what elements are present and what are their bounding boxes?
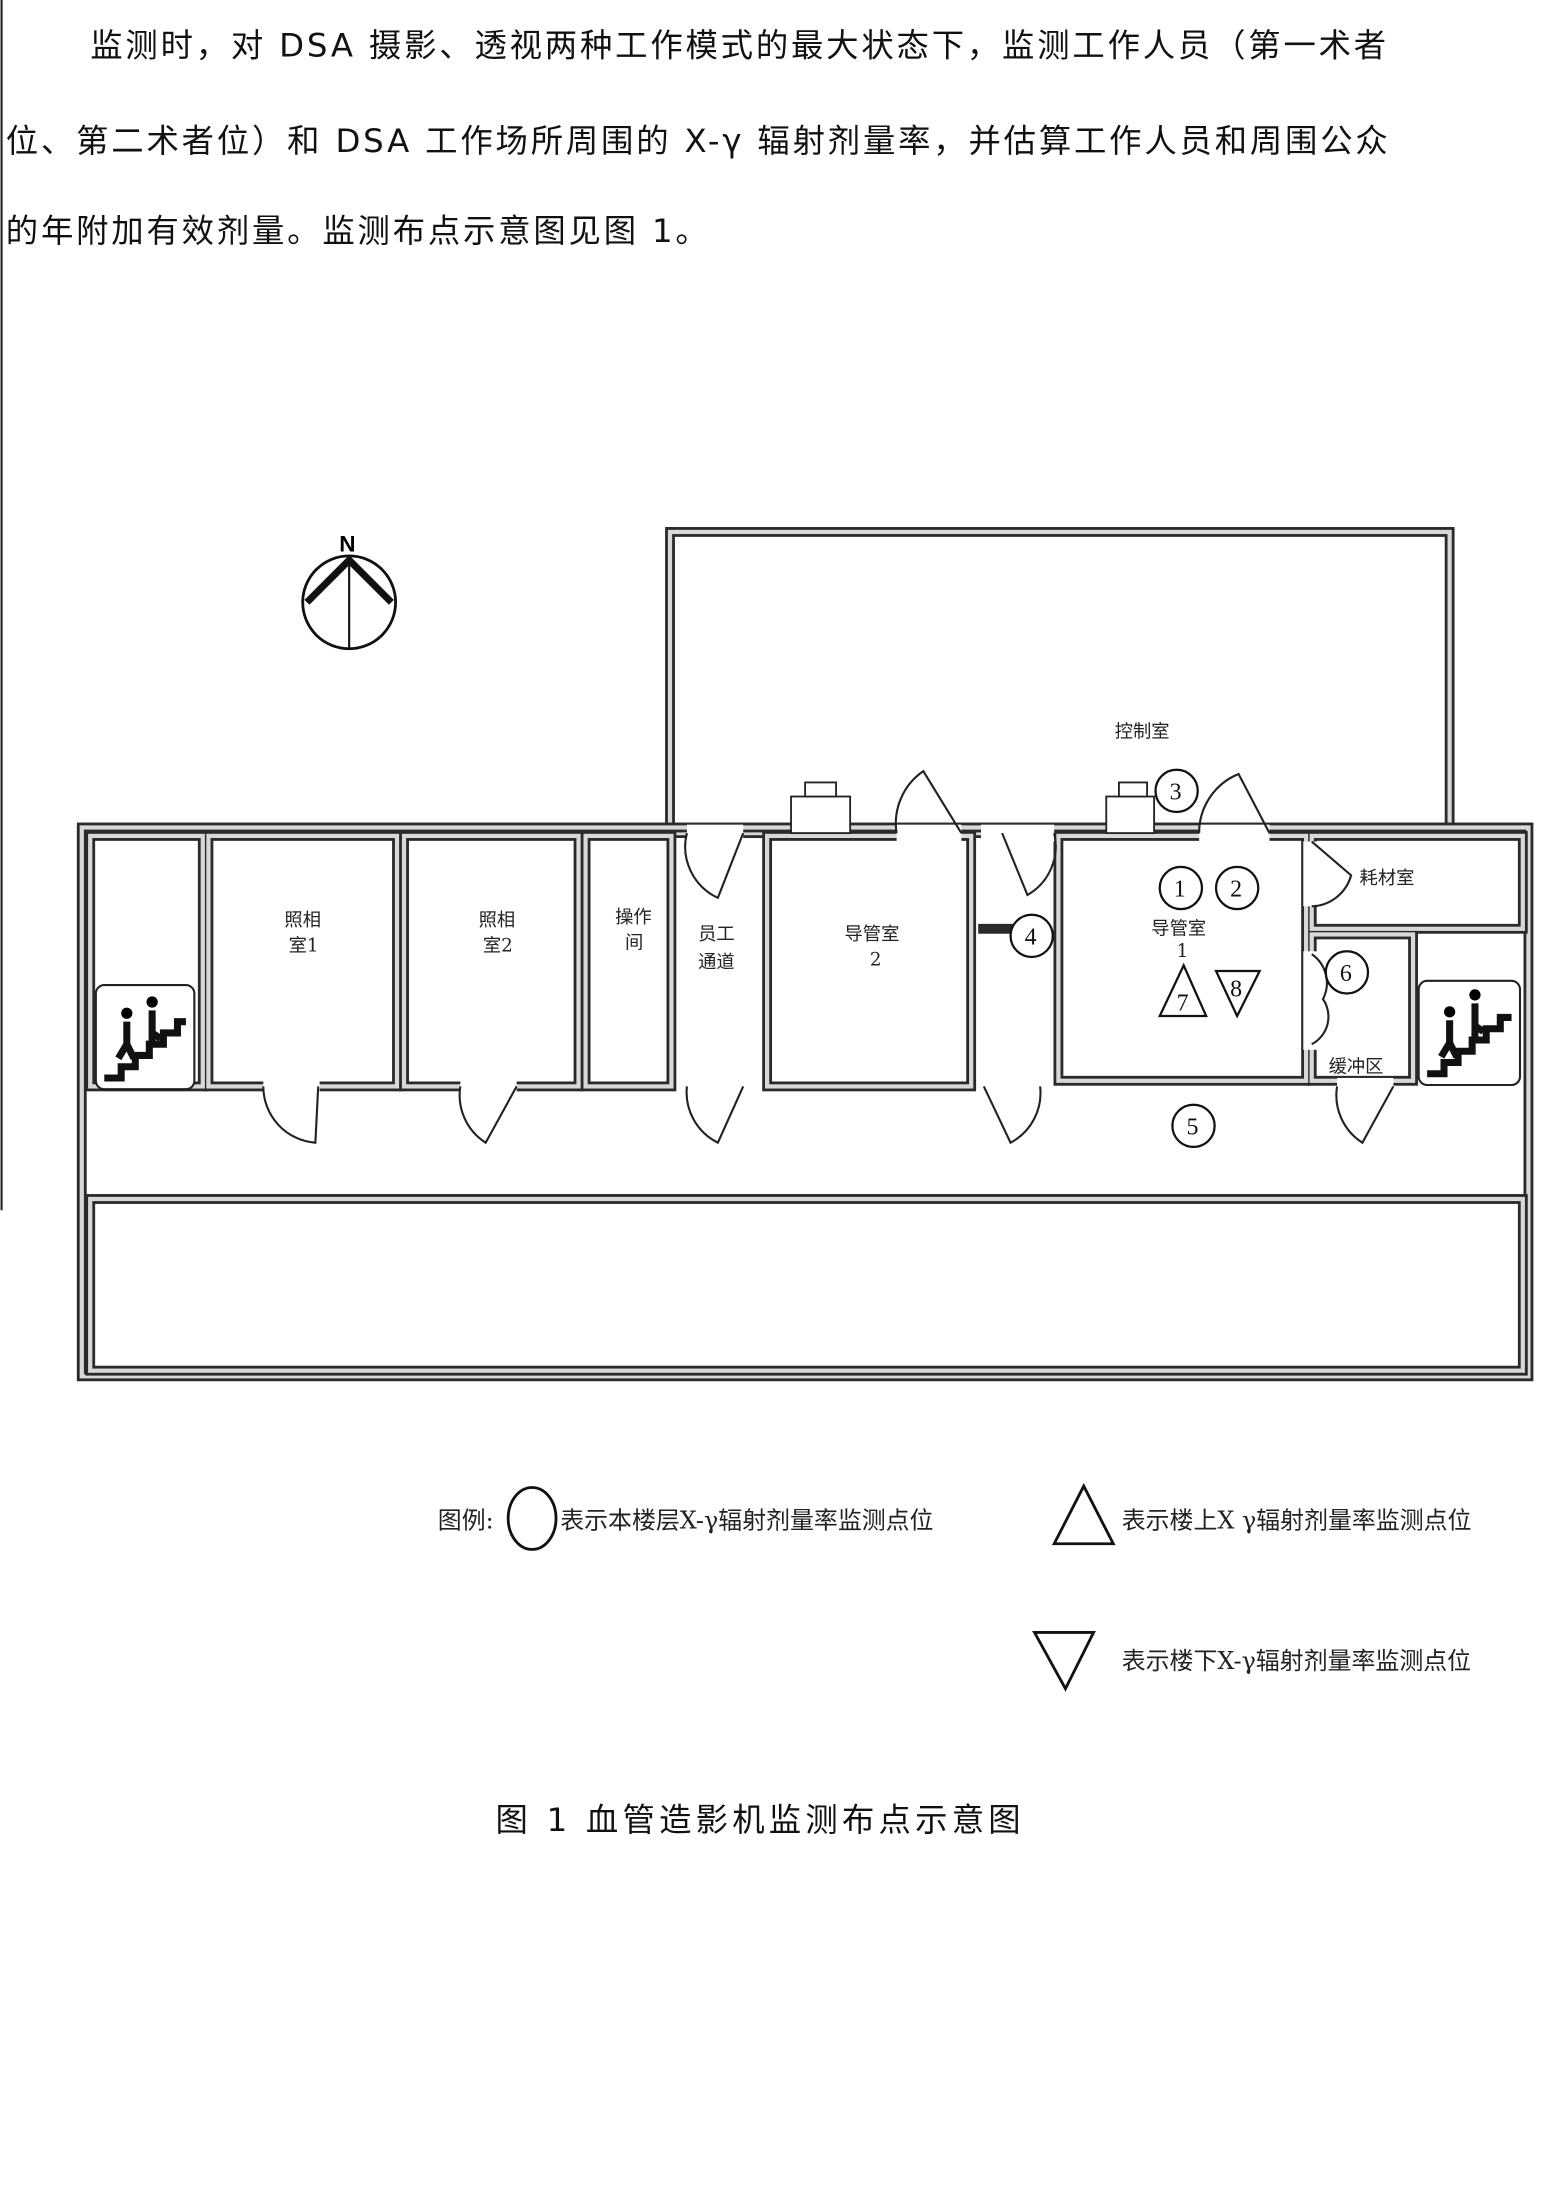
svg-text:3: 3 — [1170, 779, 1182, 805]
room-label-operation: 间 — [625, 932, 643, 953]
monitoring-point-3: 3 — [1154, 768, 1199, 814]
figure-caption: 图 1 血管造影机监测布点示意图 — [496, 1801, 1025, 1839]
upstairs-point-7: 7 — [1157, 962, 1208, 1018]
monitoring-point-6: 6 — [1324, 950, 1370, 995]
monitoring-point-5: 5 — [1171, 1103, 1216, 1149]
paragraph-line-2: 位、第二术者位）和 DSA 工作场所周围的 X-γ 辐射剂量率，并估算工作人员和… — [6, 122, 1391, 160]
legend-prefix: 图例: — [438, 1506, 494, 1534]
svg-text:5: 5 — [1186, 1114, 1198, 1140]
room-label-photo-2: 室2 — [483, 935, 513, 956]
room-label-buffer: 缓冲区 — [1329, 1056, 1384, 1077]
monitoring-point-2: 2 — [1214, 865, 1260, 911]
floor-plan: 控制室 照相 室1 照相 室2 操作 间 员工 通道 导管室 2 导管室 1 耗… — [76, 527, 1534, 1382]
monitoring-point-4: 4 — [1009, 913, 1054, 959]
room-label-supply: 耗材室 — [1360, 868, 1415, 889]
room-walls — [85, 830, 1528, 1092]
svg-text:4: 4 — [1025, 924, 1037, 950]
paragraph-line-1: 监测时，对 DSA 摄影、透视两种工作模式的最大状态下，监测工作人员（第一术者 — [90, 26, 1389, 64]
room-label-operation: 操作 — [615, 907, 652, 928]
compass-north-label: N — [339, 532, 355, 557]
svg-text:6: 6 — [1340, 961, 1352, 987]
equipment-box — [790, 781, 1156, 835]
legend-same-floor: 表示本楼层X-γ辐射剂量率监测点位 — [560, 1506, 933, 1534]
legend: 图例: 表示本楼层X-γ辐射剂量率监测点位 表示楼上X γ辐射剂量率监测点位 表… — [438, 1482, 1472, 1692]
monitoring-point-1: 1 — [1158, 865, 1204, 911]
room-label-photo-1: 照相 — [284, 910, 321, 931]
svg-text:7: 7 — [1177, 990, 1189, 1016]
downstairs-point-8: 8 — [1214, 969, 1262, 1019]
room-label-photo-1: 室1 — [289, 935, 319, 956]
room-label-cath-1: 1 — [1177, 941, 1189, 962]
room-label-staff-passage: 员工 — [698, 924, 735, 945]
paragraph-line-3: 的年附加有效剂量。监测布点示意图见图 1。 — [6, 212, 711, 250]
stairs-icon-right — [1417, 979, 1522, 1087]
room-label-cath-2: 2 — [870, 949, 882, 970]
room-label-staff-passage: 通道 — [698, 952, 735, 973]
svg-text:2: 2 — [1230, 876, 1242, 902]
svg-text:1: 1 — [1174, 876, 1186, 902]
legend-upstairs: 表示楼上X γ辐射剂量率监测点位 — [1122, 1506, 1472, 1534]
legend-down-triangle-icon — [1032, 1631, 1096, 1692]
legend-up-triangle-icon — [1051, 1482, 1116, 1546]
svg-text:8: 8 — [1230, 976, 1242, 1002]
room-label-cath-1: 导管室 — [1151, 918, 1206, 939]
room-label-cath-2: 导管室 — [845, 924, 900, 945]
room-label-photo-2: 照相 — [479, 910, 516, 931]
room-label-control-room: 控制室 — [1115, 721, 1170, 742]
stairs-icon-left — [94, 984, 196, 1091]
legend-circle-icon — [506, 1486, 558, 1551]
doors — [262, 769, 1395, 1145]
north-compass-icon: N — [301, 532, 398, 651]
legend-downstairs: 表示楼下X-γ辐射剂量率监测点位 — [1122, 1647, 1471, 1675]
